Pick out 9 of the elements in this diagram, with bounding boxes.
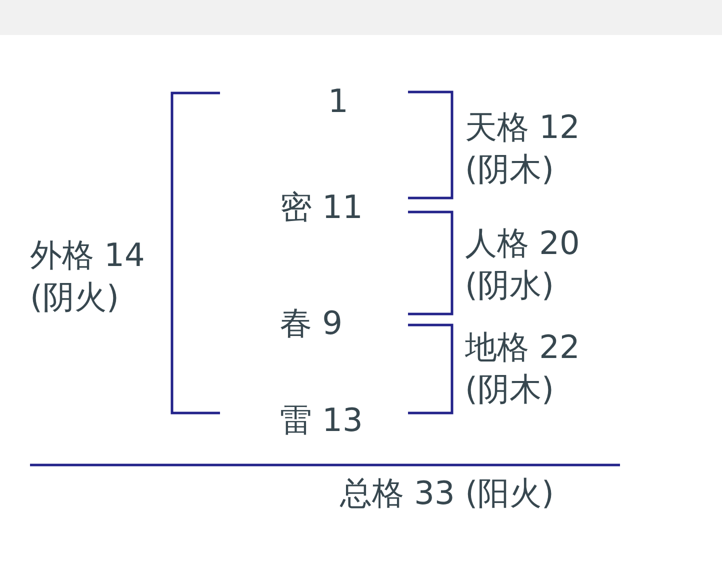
character-value: 1 bbox=[328, 81, 348, 122]
grid-label: 地格 22 (阴木) bbox=[465, 327, 581, 410]
total-label: 总格 33 (阳火) bbox=[340, 473, 554, 514]
character-value: 春 9 bbox=[280, 303, 343, 344]
grid-label: 天格 12 (阴木) bbox=[465, 107, 581, 190]
character-value: 密 11 bbox=[280, 187, 363, 228]
character-value: 雷 13 bbox=[280, 400, 363, 441]
grid-label: 人格 20 (阴水) bbox=[465, 223, 581, 306]
grid-label: 外格 14 (阴火) bbox=[30, 235, 146, 318]
